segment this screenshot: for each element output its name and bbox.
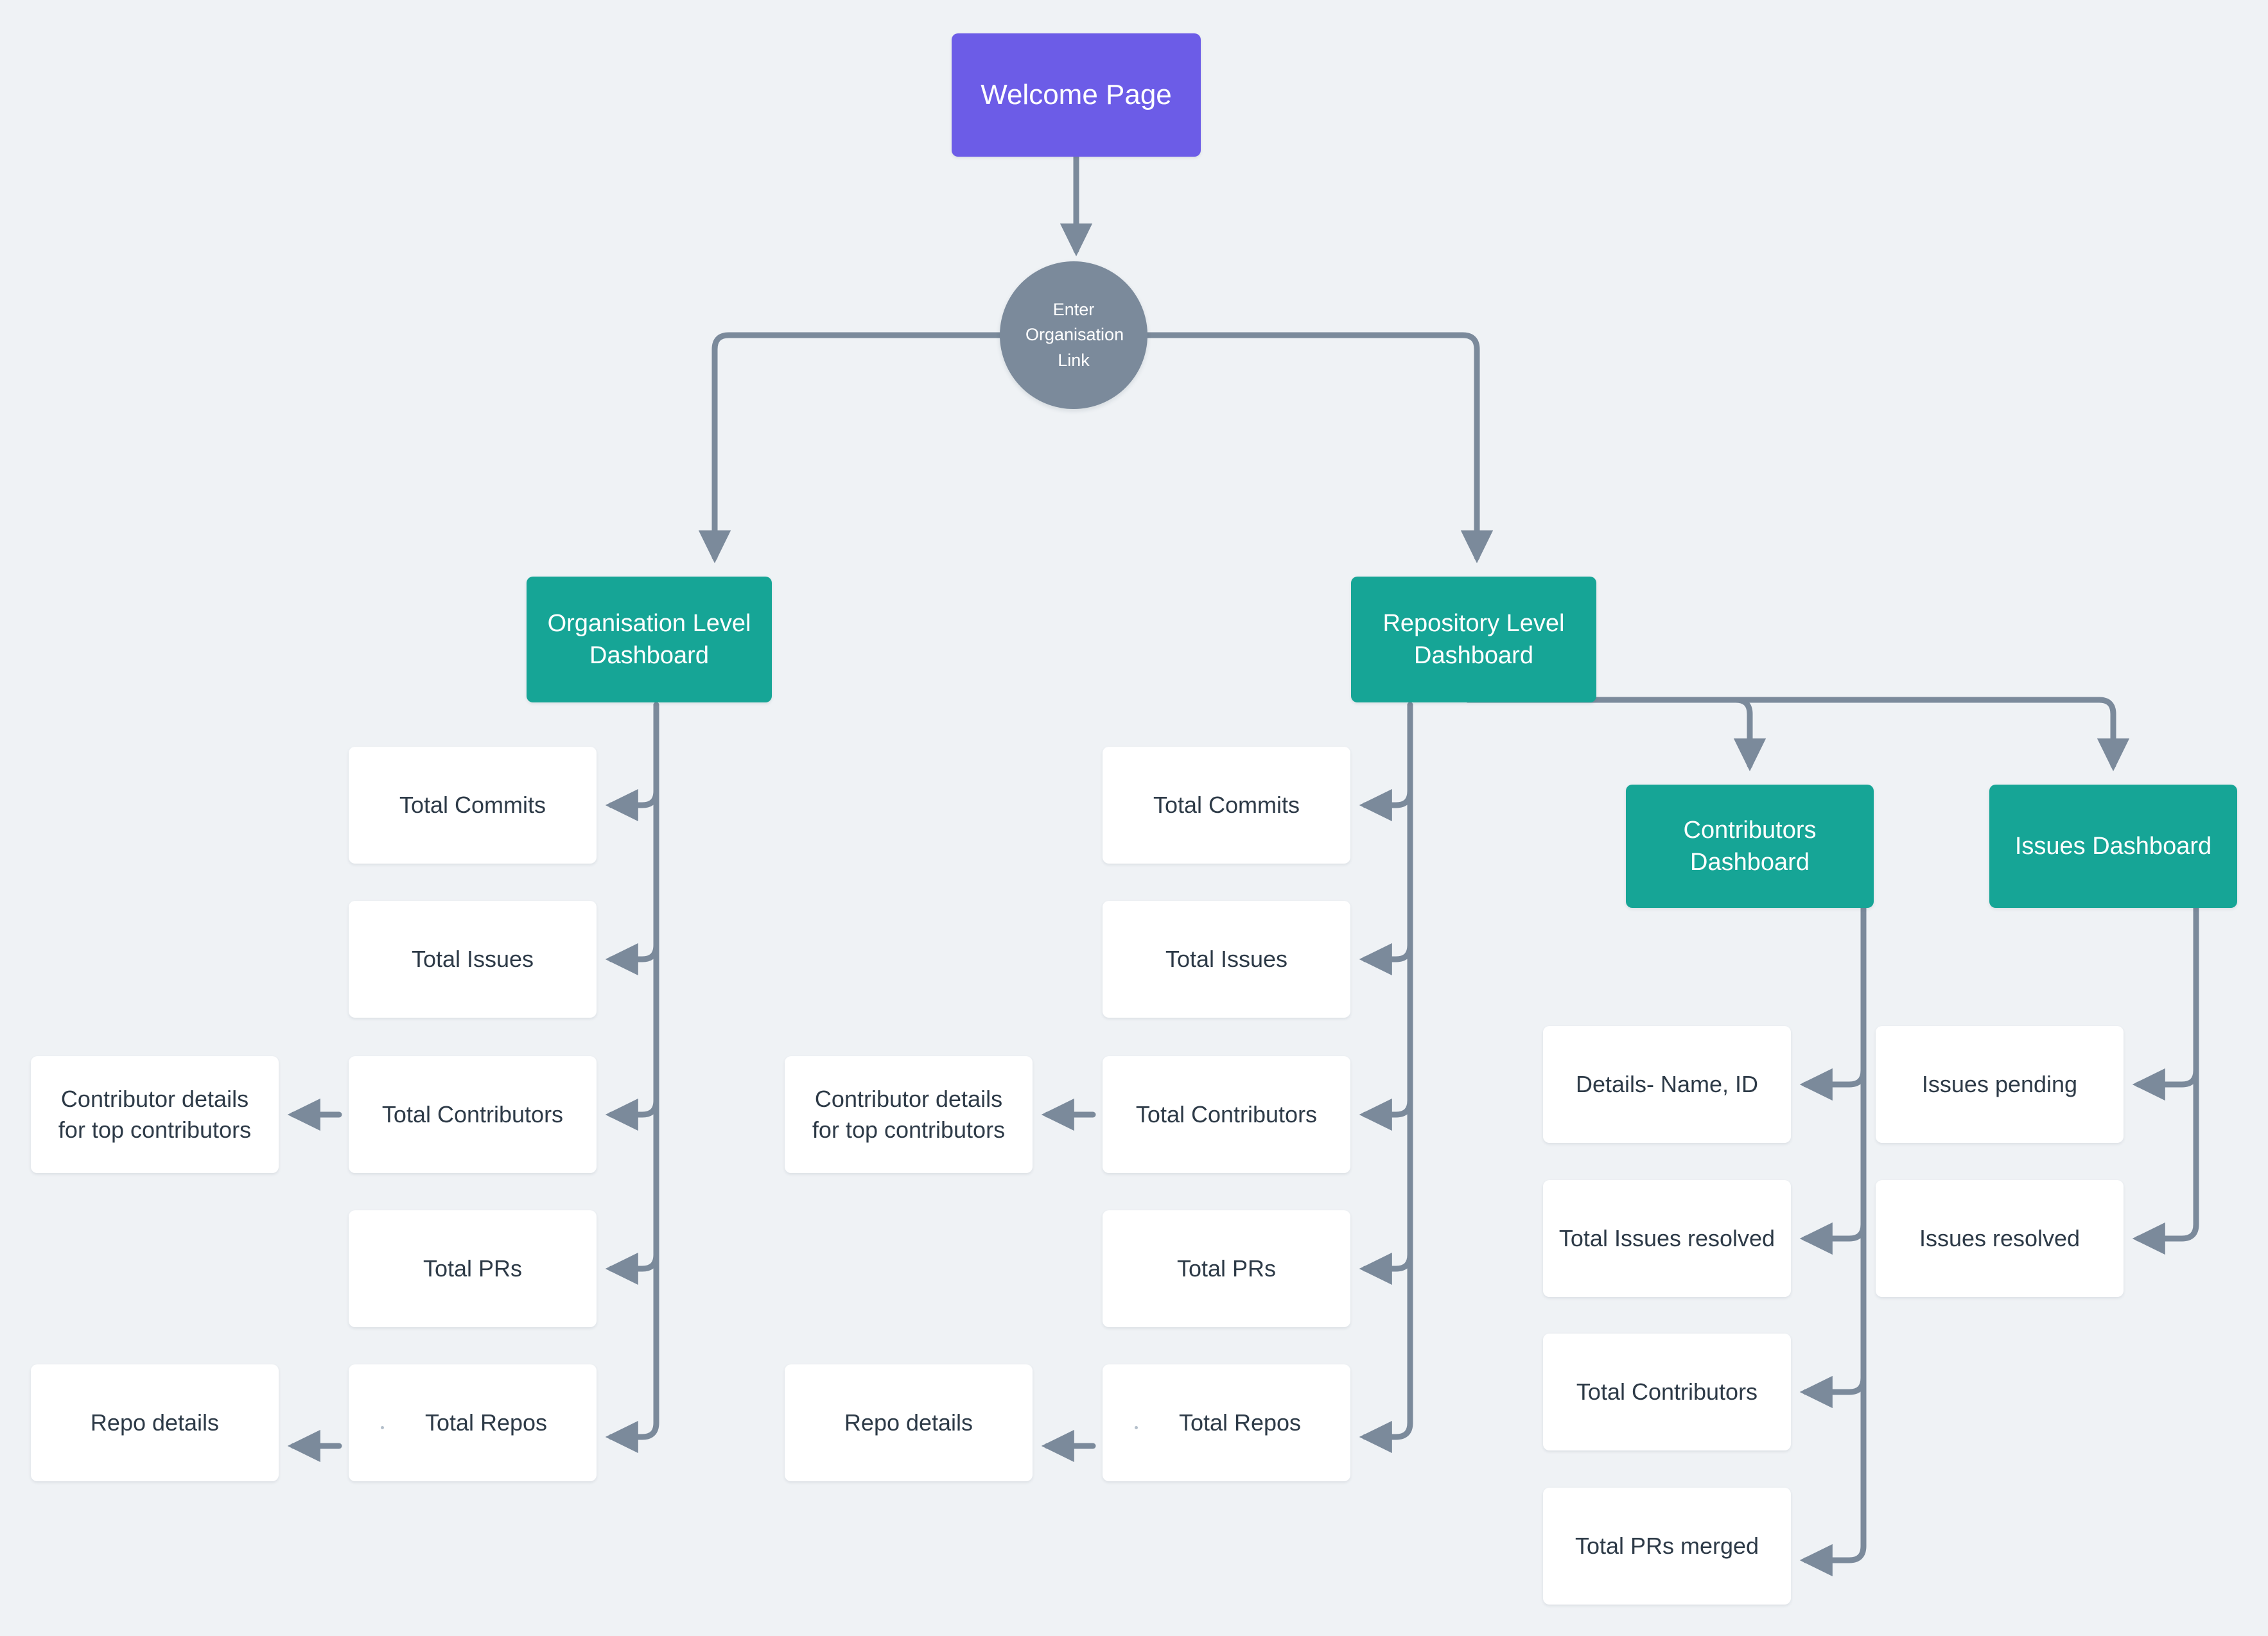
node-repository-level-dashboard[interactable]: Repository Level Dashboard [1351, 577, 1596, 702]
edge-contributors-to-total-contributors [1799, 905, 1867, 1409]
stray-dot-icon [381, 1426, 384, 1429]
node-org-total-issues[interactable]: Total Issues [349, 901, 597, 1018]
node-repo-total-contributors[interactable]: Total Contributors [1103, 1056, 1350, 1173]
edge-repo-to-total-contributors [1359, 702, 1413, 1131]
edge-org-to-total-issues [605, 702, 659, 976]
node-label: Contributor details for top contributors [812, 1086, 1006, 1143]
node-label: Repo details [90, 1409, 220, 1436]
edge-repo-to-contributors-dashboard [1465, 697, 1766, 772]
node-label: Contributor details for top contributors [58, 1086, 252, 1143]
node-label: Total Commits [399, 792, 546, 819]
node-label: Total Issues [411, 946, 534, 973]
node-org-contributor-details[interactable]: Contributor details for top contributors [31, 1056, 279, 1173]
node-issues-resolved[interactable]: Issues resolved [1876, 1180, 2124, 1297]
edge-repo-to-total-prs [1359, 702, 1413, 1285]
node-label: Details- Name, ID [1575, 1071, 1759, 1098]
node-label: Total Issues [1165, 946, 1288, 973]
edge-issues-to-issues-resolved [2132, 905, 2199, 1255]
node-org-total-prs[interactable]: Total PRs [349, 1210, 597, 1327]
node-label: Welcome Page [981, 78, 1172, 110]
edge-repo-to-issues-dashboard [1465, 697, 2130, 772]
node-label: Repository Level Dashboard [1383, 609, 1565, 669]
node-org-total-commits[interactable]: Total Commits [349, 747, 597, 864]
edge-enter-link-to-repo-dashboard [1144, 332, 1494, 564]
node-label: Total PRs [423, 1255, 523, 1282]
edge-org-to-total-prs [605, 702, 659, 1285]
node-repo-total-commits[interactable]: Total Commits [1103, 747, 1350, 864]
edge-org-to-total-contributors [605, 702, 659, 1131]
node-label: Total Repos [424, 1409, 548, 1436]
edge-contributors-to-total-prs-merged [1799, 905, 1867, 1577]
node-issues-dashboard[interactable]: Issues Dashboard [1989, 785, 2237, 908]
node-repo-total-issues[interactable]: Total Issues [1103, 901, 1350, 1018]
edge-repo-to-total-commits [1359, 702, 1413, 822]
node-contributors-dashboard[interactable]: Contributors Dashboard [1626, 785, 1874, 908]
node-contrib-total-prs-merged[interactable]: Total PRs merged [1543, 1488, 1791, 1605]
node-organisation-level-dashboard[interactable]: Organisation Level Dashboard [527, 577, 772, 702]
node-repo-total-repos[interactable]: Total Repos [1103, 1364, 1350, 1481]
node-welcome-page[interactable]: Welcome Page [952, 33, 1201, 157]
node-org-total-contributors[interactable]: Total Contributors [349, 1056, 597, 1173]
edge-contributors-to-total-issues-resolved [1799, 905, 1867, 1255]
node-repo-total-prs[interactable]: Total PRs [1103, 1210, 1350, 1327]
node-label: Contributors Dashboard [1683, 816, 1817, 876]
node-label: Total PRs merged [1575, 1533, 1759, 1560]
node-label: Enter Organisation Link [1025, 300, 1124, 370]
node-contrib-total-issues-resolved[interactable]: Total Issues resolved [1543, 1180, 1791, 1297]
node-label: Total Repos [1178, 1409, 1302, 1436]
stray-dot-icon [1135, 1426, 1138, 1429]
edge-enter-link-to-org-dashboard [698, 332, 1003, 564]
edge-repo-to-total-repos [1359, 702, 1413, 1454]
node-label: Total Commits [1153, 792, 1300, 819]
edge-contributors-to-details-name-id [1799, 905, 1867, 1101]
node-label: Total Issues resolved [1558, 1225, 1775, 1252]
node-issues-pending[interactable]: Issues pending [1876, 1026, 2124, 1143]
node-label: Organisation Level Dashboard [547, 609, 751, 669]
node-label: Issues Dashboard [2014, 832, 2212, 860]
node-label: Total Contributors [1135, 1101, 1318, 1128]
node-org-repo-details[interactable]: Repo details [31, 1364, 279, 1481]
node-repo-repo-details[interactable]: Repo details [785, 1364, 1033, 1481]
edge-org-to-total-repos [605, 702, 659, 1454]
node-label: Total Contributors [1576, 1379, 1758, 1405]
edge-repo-to-total-issues [1359, 702, 1413, 976]
node-label: Issues pending [1921, 1071, 2078, 1098]
node-contrib-total-contributors[interactable]: Total Contributors [1543, 1334, 1791, 1450]
node-label: Total PRs [1176, 1255, 1277, 1282]
node-label: Repo details [844, 1409, 973, 1436]
node-contrib-details-name-id[interactable]: Details- Name, ID [1543, 1026, 1791, 1143]
node-org-total-repos[interactable]: Total Repos [349, 1364, 597, 1481]
node-label: Total Contributors [381, 1101, 564, 1128]
node-label: Issues resolved [1919, 1225, 2080, 1252]
edge-issues-to-issues-pending [2132, 905, 2199, 1101]
node-enter-organisation-link[interactable]: Enter Organisation Link [1000, 261, 1147, 409]
node-repo-contributor-details[interactable]: Contributor details for top contributors [785, 1056, 1033, 1173]
edge-org-to-total-commits [605, 702, 659, 822]
